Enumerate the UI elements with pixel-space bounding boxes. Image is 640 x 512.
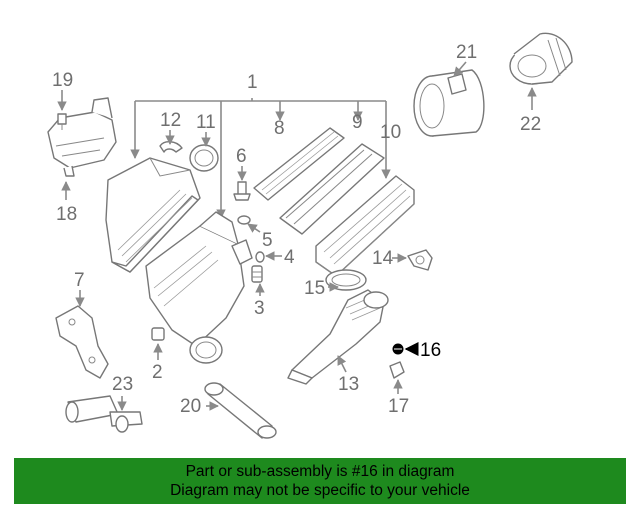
callout-4: 4 — [284, 247, 295, 268]
air-cleaner-lower-housing — [145, 211, 253, 364]
callout-10: 10 — [380, 122, 401, 143]
sensor-23 — [65, 395, 143, 433]
diagram-notice-banner: Part or sub-assembly is #16 in diagram D… — [14, 458, 626, 504]
resonator-reservoir — [47, 97, 117, 177]
mass-air-flow-sensor-21 — [413, 69, 485, 137]
grommet-2 — [151, 327, 165, 341]
callout-17: 17 — [388, 396, 409, 417]
callout-15: 15 — [304, 278, 325, 299]
callout-2: 2 — [152, 362, 163, 383]
callout-1: 1 — [247, 72, 258, 93]
callout-1-bracket — [130, 98, 391, 219]
callout-20: 20 — [180, 396, 201, 417]
callout-13: 13 — [338, 374, 359, 395]
filter-10 — [315, 175, 415, 277]
callout-9: 9 — [352, 112, 363, 133]
callout-16: 16 — [420, 340, 441, 361]
callout-22: 22 — [520, 114, 541, 135]
callout-5: 5 — [262, 230, 273, 251]
bushing-3 — [251, 265, 263, 283]
clip-16-highlighted — [392, 343, 404, 355]
callout-21: 21 — [456, 42, 477, 63]
banner-line-1: Part or sub-assembly is #16 in diagram — [185, 463, 455, 480]
callout-14: 14 — [372, 248, 394, 269]
callout-12: 12 — [160, 110, 181, 131]
parts-diagram: 1 2 3 4 5 6 7 8 9 10 11 12 13 14 15 16 1… — [47, 32, 573, 439]
callout-3: 3 — [254, 298, 265, 319]
callout-7: 7 — [74, 270, 85, 291]
air-cleaner-upper-housing — [105, 157, 201, 273]
callout-11: 11 — [196, 112, 216, 133]
callout-8: 8 — [274, 118, 285, 139]
banner-line-2: Diagram may not be specific to your vehi… — [170, 482, 470, 499]
clip-12 — [159, 141, 183, 153]
washer-4 — [255, 251, 265, 263]
callout-6: 6 — [236, 146, 247, 167]
callout-23: 23 — [112, 374, 133, 395]
bracket-14 — [407, 249, 433, 271]
nut-17 — [389, 361, 405, 379]
callout-19: 19 — [52, 70, 73, 91]
leader-lines — [57, 61, 537, 411]
gasket-11 — [189, 144, 219, 172]
filter-9 — [279, 143, 385, 235]
bracket-7 — [55, 305, 109, 379]
callout-labels: 1 2 3 4 5 6 7 8 9 10 11 12 13 14 15 16 1… — [52, 42, 541, 417]
screw-19 — [57, 113, 67, 130]
intake-boot-22 — [509, 32, 573, 85]
intake-duct-13 — [287, 289, 389, 385]
callout-18: 18 — [56, 204, 77, 225]
washer-5 — [237, 215, 251, 225]
hose-20 — [204, 382, 277, 439]
bolt-6 — [233, 181, 251, 201]
filter-8 — [253, 127, 345, 201]
